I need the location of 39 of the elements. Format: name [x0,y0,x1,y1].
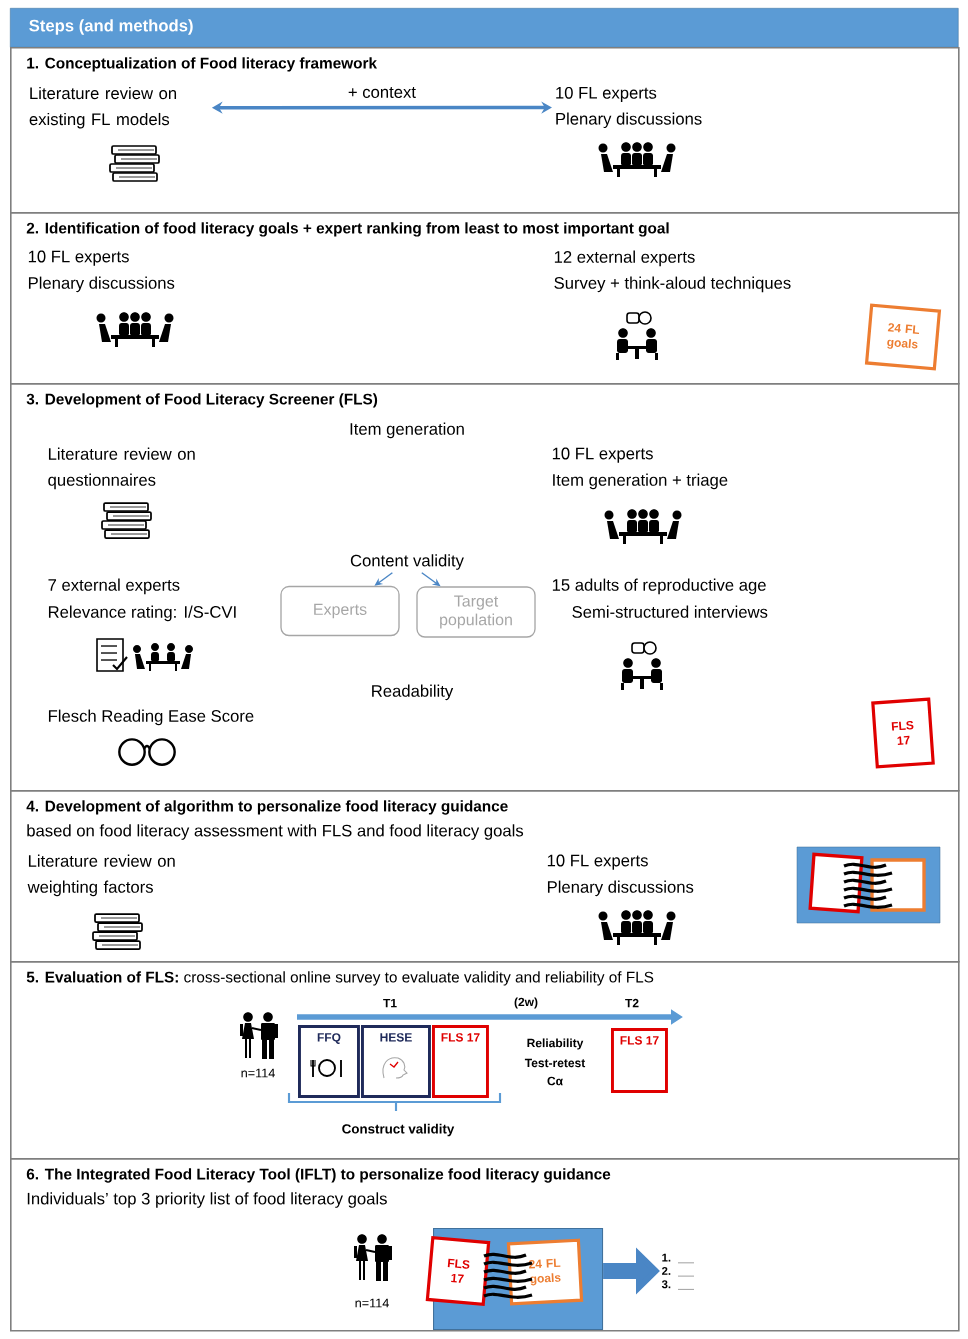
text-label: n=114 [241,1068,275,1078]
method-text: Literature review on existing FL models [29,86,177,129]
numbered-list: 1. 2. 3. [661,1253,695,1290]
text-label: 15 adults of reproductive age [552,578,766,595]
text-label: T2 [625,998,639,1008]
text-label: Plenary discussions [28,276,175,293]
questionnaire-box: FFQ [298,1025,360,1098]
text-label: 12 external experts [554,250,695,267]
text-label: 10 FL experts [552,447,653,463]
text-label: Item generation + triage [553,473,728,490]
text-label: Literature review on weighting factors [27,854,175,897]
text-label: Flesch Reading Ease Score [48,709,254,726]
questionnaire-box: HESE [361,1025,431,1098]
questionnaire-box: FLS 17 [611,1028,668,1093]
text-label: Item generation [350,422,464,439]
method-text: 10 FL experts Plenary discussions [556,86,702,129]
text-label: Readability [372,684,454,701]
text-label: Cα [547,1076,563,1086]
text-label: Literature review on questionnaires [48,447,195,490]
text-label: T1 [383,998,397,1008]
header-band: Steps (and methods) [10,8,959,48]
text-label: (2w) [514,997,538,1009]
card: FLS 17 [871,697,935,769]
text-label: Relevance rating: I/S-CVI [48,605,236,622]
text-label: Test-retest [524,1058,586,1068]
text-label: Construct validity [342,1123,455,1137]
text-label: 10 FL experts [547,854,648,870]
text-label: n=114 [355,1298,389,1308]
text-label: 7 external experts [48,578,180,595]
rounded-box: Target population [416,586,536,638]
text-label: Survey + think-aloud techniques [554,276,791,293]
questionnaire-box: FLS 17 [432,1025,489,1098]
text-label: Reliability [527,1038,584,1050]
text-label: Content validity [350,554,464,570]
node-label: FLS 17 [447,1258,470,1283]
text-label: Semi-structured interviews [572,605,768,618]
text-label: 10 FL experts [28,250,129,266]
text-label: Plenary discussions [547,880,694,897]
rounded-box: Experts [280,585,400,637]
